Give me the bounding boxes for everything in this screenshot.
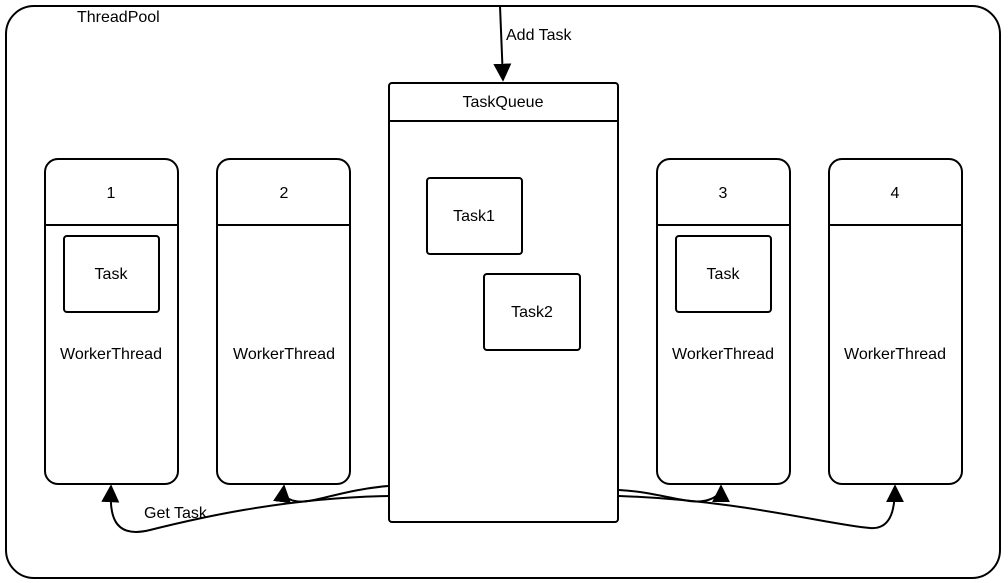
worker-thread-3-id: 3 <box>718 185 728 202</box>
worker-thread-4-header <box>830 160 961 226</box>
get-task-arrow-thread-4 <box>618 484 904 530</box>
threadpool-border <box>5 5 1001 579</box>
worker-thread-3-header <box>658 160 789 226</box>
worker-thread-4-label: WorkerThread <box>844 346 946 363</box>
worker-thread-1-task-label: Task <box>94 266 128 283</box>
worker-thread-1-id: 1 <box>106 185 116 202</box>
add-task-arrow <box>493 5 512 82</box>
worker-thread-3 <box>656 158 791 485</box>
get-task-label: Get Task <box>144 505 207 522</box>
worker-thread-2-header <box>218 160 349 226</box>
queue-task-1-label: Task1 <box>453 208 495 225</box>
queue-task-2-label: Task2 <box>511 304 553 321</box>
worker-thread-2 <box>216 158 351 485</box>
worker-thread-1-task <box>63 235 160 313</box>
worker-thread-1 <box>44 158 179 485</box>
worker-thread-3-label: WorkerThread <box>672 346 774 363</box>
worker-thread-4 <box>828 158 963 485</box>
task-queue-header <box>390 84 617 122</box>
worker-thread-1-header <box>46 160 177 226</box>
worker-thread-1-label: WorkerThread <box>60 346 162 363</box>
add-task-label: Add Task <box>506 27 572 44</box>
worker-thread-2-label: WorkerThread <box>233 346 335 363</box>
task-queue-title: TaskQueue <box>462 94 544 111</box>
queue-task-1 <box>426 177 523 255</box>
worker-thread-3-task <box>675 235 772 313</box>
get-task-arrow-thread-2 <box>273 484 389 504</box>
queue-task-2 <box>483 273 581 351</box>
worker-thread-4-id: 4 <box>890 185 900 202</box>
get-task-arrow-thread-3 <box>618 484 730 503</box>
worker-thread-3-task-label: Task <box>706 266 740 283</box>
threadpool-title: ThreadPool <box>77 9 160 26</box>
worker-thread-2-id: 2 <box>279 185 289 202</box>
